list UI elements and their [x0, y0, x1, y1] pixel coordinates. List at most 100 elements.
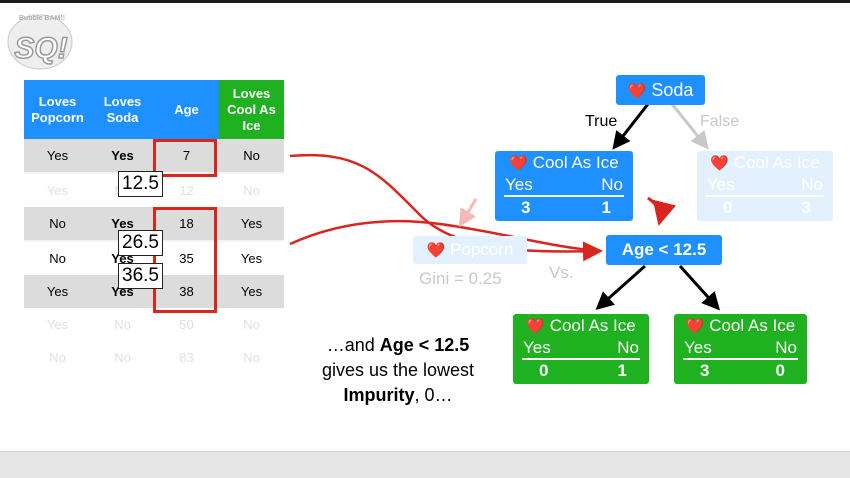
yes-count: 0 — [723, 198, 733, 217]
yes-label: Yes — [684, 338, 712, 357]
true-branch-arrow — [612, 103, 650, 150]
divider — [706, 195, 824, 197]
table-cell: No — [24, 241, 91, 275]
caption-line3: , 0… — [414, 385, 453, 405]
cool-as-ice-right-node-faded: ❤️ Cool As Ice Yes No 0 3 — [697, 151, 833, 221]
table-cell: Yes — [219, 241, 284, 275]
table-cell: 18 — [154, 207, 219, 241]
table-cell: 35 — [154, 241, 219, 275]
no-label: No — [617, 338, 639, 357]
yes-count: 3 — [700, 361, 710, 380]
red-small-arrow — [647, 196, 676, 226]
logo-main-text: SQ! — [14, 32, 67, 65]
table-cell: No — [219, 308, 284, 341]
heart-icon: ❤️ — [627, 83, 647, 100]
false-branch-arrow — [670, 103, 709, 150]
table-cell: Yes — [24, 308, 91, 341]
table-cell: 38 — [154, 275, 219, 308]
table-cell: 12 — [154, 173, 219, 207]
data-table: Loves Popcorn Loves Soda Age Loves Cool … — [24, 80, 284, 374]
divider — [504, 195, 624, 197]
table-row: No No 83 No — [24, 341, 284, 374]
table-cell: No — [219, 139, 284, 173]
red-curve-arrow-top — [289, 153, 603, 262]
no-label: No — [775, 338, 797, 357]
yes-count: 3 — [521, 198, 531, 217]
heart-icon: ❤️ — [426, 242, 446, 259]
age-right-arrow — [678, 264, 721, 311]
player-bottom-bar — [0, 451, 850, 478]
no-count: 1 — [601, 198, 611, 217]
false-branch-label: False — [700, 113, 740, 130]
node-title: Cool As Ice — [709, 316, 796, 335]
heart-icon: ❤️ — [526, 318, 545, 335]
node-title: Cool As Ice — [549, 316, 636, 335]
frame-top-bar — [0, 0, 850, 3]
caption-text: …and Age < 12.5 gives us the lowest Impu… — [298, 333, 498, 408]
table-cell: No — [219, 173, 284, 207]
table-cell: No — [219, 341, 284, 374]
faded-popcorn-arrow — [458, 198, 478, 228]
table-cell: No — [24, 341, 91, 374]
table-row: Yes Yes 7 No — [24, 139, 284, 173]
header-loves-cool-as-ice: Loves Cool As Ice — [219, 80, 284, 139]
leaf-right-node: ❤️ Cool As Ice Yes No 3 0 — [674, 314, 807, 384]
divider — [522, 358, 640, 360]
caption-line2: gives us the lowest — [321, 360, 475, 380]
no-label: No — [801, 175, 823, 194]
yes-count: 0 — [539, 361, 549, 380]
yes-label: Yes — [707, 175, 735, 194]
yes-label: Yes — [505, 175, 533, 194]
node-title: Popcorn — [450, 240, 514, 259]
leaf-left-node: ❤️ Cool As Ice Yes No 0 1 — [513, 314, 649, 384]
heart-icon: ❤️ — [710, 155, 729, 172]
table-cell: Yes — [91, 139, 154, 173]
age-split-node: Age < 12.5 — [606, 235, 722, 265]
table-cell: 7 — [154, 139, 219, 173]
table-cell: Yes — [24, 139, 91, 173]
table-cell: No — [24, 207, 91, 241]
threshold-label: 36.5 — [118, 263, 163, 289]
no-count: 0 — [775, 361, 785, 380]
threshold-label: 12.5 — [118, 171, 163, 197]
header-loves-popcorn: Loves Popcorn — [24, 80, 91, 139]
heart-icon: ❤️ — [509, 155, 528, 172]
no-count: 1 — [617, 361, 627, 380]
yes-label: Yes — [523, 338, 551, 357]
table-row: Yes No 50 No — [24, 308, 284, 341]
soda-root-node: ❤️ Soda — [616, 75, 705, 105]
root-node-label: Soda — [651, 80, 694, 100]
table-header-row: Loves Popcorn Loves Soda Age Loves Cool … — [24, 80, 284, 139]
red-curve-arrow-bottom — [289, 219, 599, 253]
table-cell: 50 — [154, 308, 219, 341]
age-highlight-box-top — [153, 139, 217, 177]
node-title: Age < 12.5 — [621, 240, 707, 259]
heart-icon: ❤️ — [685, 318, 705, 335]
gini-label: Gini = 0.25 — [419, 269, 502, 288]
header-age: Age — [154, 80, 219, 139]
header-loves-soda: Loves Soda — [91, 80, 154, 139]
node-title: Cool As Ice — [532, 153, 619, 172]
divider — [683, 358, 798, 360]
age-highlight-box-bottom — [153, 207, 217, 313]
logo-top-text: Bubble BAM!! — [19, 15, 65, 22]
no-label: No — [601, 175, 623, 194]
cool-as-ice-left-node: ❤️ Cool As Ice Yes No 3 1 — [495, 151, 633, 221]
node-title: Cool As Ice — [733, 153, 820, 172]
table-cell: Yes — [219, 207, 284, 241]
table-cell: Yes — [24, 275, 91, 308]
age-left-arrow — [595, 264, 646, 310]
caption-line3-bold: Impurity — [343, 385, 415, 405]
table-cell: 83 — [154, 341, 219, 374]
table-cell: No — [91, 308, 154, 341]
statquest-logo: Bubble BAM!! SQ! — [7, 14, 73, 70]
table-cell: Yes — [219, 275, 284, 308]
caption-line1-bold: Age < 12.5 — [379, 335, 470, 355]
vs-label: Vs. — [549, 263, 574, 282]
true-branch-label: True — [585, 113, 618, 130]
table-cell: No — [91, 341, 154, 374]
no-count: 3 — [801, 198, 811, 217]
threshold-label: 26.5 — [118, 230, 163, 256]
